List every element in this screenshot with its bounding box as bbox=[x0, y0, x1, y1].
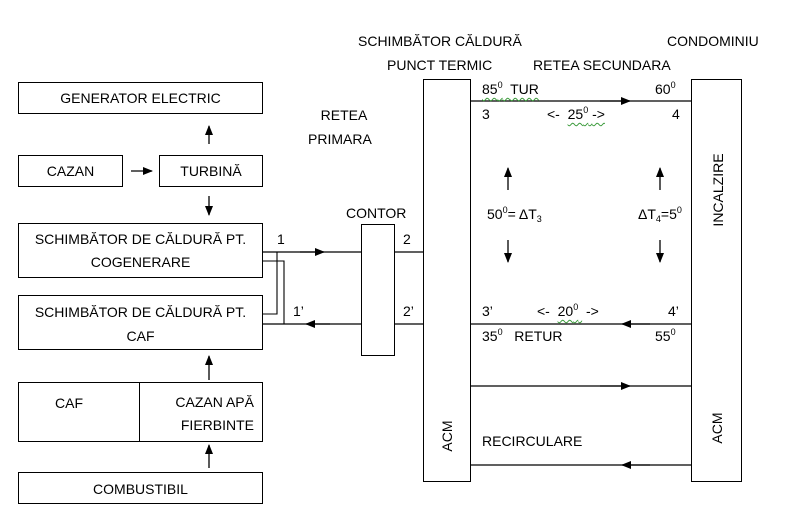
punct-termic-column: ACM bbox=[423, 79, 471, 482]
punct-termic-header: PUNCT TERMIC bbox=[387, 57, 493, 73]
crossover-pipe-b bbox=[262, 260, 285, 324]
cazan-apa-fierbinte-box: CAZAN APĂ FIERBINTE bbox=[139, 382, 263, 442]
schimbator-cogenerare-line2: COGENERARE bbox=[90, 254, 191, 270]
retur-delta: <- 200 -> bbox=[537, 302, 599, 320]
tur-delta: <- 250 -> bbox=[547, 105, 605, 123]
retur-temp-in-value: 55 bbox=[655, 328, 671, 344]
schimbator-caf-box: SCHIMBĂTOR DE CĂLDURĂ PT. CAF bbox=[18, 295, 263, 350]
generator-electric-box: GENERATOR ELECTRIC bbox=[18, 82, 263, 114]
retur-delta-right: -> bbox=[586, 303, 599, 319]
degree-sign: 0 bbox=[676, 205, 682, 215]
condominiu-header: CONDOMINIU bbox=[667, 33, 759, 49]
degree-sign: 0 bbox=[583, 105, 589, 115]
tur-temp-in-value: 85 bbox=[482, 81, 498, 97]
retur-delta-value: 20 bbox=[557, 303, 574, 319]
degree-sign: 0 bbox=[670, 80, 676, 90]
contor-box bbox=[361, 224, 395, 356]
retea-primara-line2: PRIMARA bbox=[308, 131, 372, 147]
dt4-text: ΔT bbox=[638, 206, 656, 222]
cazan-apa-line1: CAZAN APĂ bbox=[175, 394, 254, 410]
cazan-label: CAZAN bbox=[46, 163, 95, 179]
combustibil-label: COMBUSTIBIL bbox=[93, 481, 188, 497]
schimbator-caf-line2: CAF bbox=[126, 328, 155, 344]
delta-t3-label: 500= ΔT3 bbox=[487, 205, 542, 224]
retur-temp-in: 550 bbox=[655, 327, 676, 345]
node-1p-label: 1’ bbox=[293, 303, 304, 319]
schimbator-caldura-header: SCHIMBĂTOR CĂLDURĂ bbox=[358, 33, 522, 49]
node-3p-label: 3’ bbox=[482, 303, 493, 319]
dt3-sub: 3 bbox=[536, 214, 542, 224]
retea-secundara-header: RETEA SECUNDARA bbox=[533, 57, 671, 73]
tur-temp-out-value: 60 bbox=[655, 81, 671, 97]
crossover-pipe-a bbox=[262, 252, 278, 315]
node-2p-label: 2’ bbox=[403, 303, 414, 319]
node-4p-label: 4’ bbox=[668, 303, 679, 319]
schimbator-cogenerare-line1: SCHIMBĂTOR DE CĂLDURĂ PT. bbox=[34, 231, 247, 247]
cazan-box: CAZAN bbox=[18, 155, 123, 187]
combustibil-box: COMBUSTIBIL bbox=[18, 472, 263, 504]
turbina-label: TURBINĂ bbox=[180, 163, 242, 179]
degree-sign: 0 bbox=[497, 327, 503, 337]
retur-label: RETUR bbox=[514, 328, 563, 344]
node-2-label: 2 bbox=[403, 231, 411, 247]
retur-delta-left: <- bbox=[537, 303, 550, 319]
tur-delta-right: -> bbox=[592, 106, 605, 122]
schimbator-caf-line1: SCHIMBĂTOR DE CĂLDURĂ PT. bbox=[34, 304, 247, 320]
condominiu-column: INCALZIRE ACM bbox=[691, 79, 742, 482]
tur-temp-in: 850 TUR bbox=[482, 80, 539, 98]
dt3-value: 50 bbox=[487, 206, 503, 222]
caf-label: CAF bbox=[55, 395, 83, 411]
cazan-apa-line2: FIERBINTE bbox=[180, 417, 254, 433]
generator-electric-label: GENERATOR ELECTRIC bbox=[60, 90, 221, 106]
tur-temp-out: 600 bbox=[655, 80, 676, 98]
delta-t4-label: ΔT4=50 bbox=[638, 205, 682, 224]
contor-label: CONTOR bbox=[346, 205, 407, 221]
tur-label: TUR bbox=[510, 81, 539, 97]
degree-sign: 0 bbox=[670, 327, 676, 337]
recirculare-label: RECIRCULARE bbox=[482, 433, 583, 449]
schimbator-cogenerare-box: SCHIMBĂTOR DE CĂLDURĂ PT. COGENERARE bbox=[18, 223, 263, 278]
dt3-text: = ΔT bbox=[507, 206, 537, 222]
dt4-value: =5 bbox=[660, 206, 677, 222]
retur-temp-out-value: 35 bbox=[482, 328, 498, 344]
node-1-label: 1 bbox=[277, 231, 285, 247]
acm-right-label: ACM bbox=[709, 412, 725, 444]
incalzire-label: INCALZIRE bbox=[710, 153, 726, 227]
retur-temp-out: 350 RETUR bbox=[482, 327, 563, 345]
turbina-box: TURBINĂ bbox=[159, 155, 263, 187]
node-4-label: 4 bbox=[672, 106, 680, 122]
retea-primara-line1: RETEA bbox=[320, 107, 368, 123]
node-3-label: 3 bbox=[482, 106, 490, 122]
degree-sign: 0 bbox=[502, 205, 508, 215]
degree-sign: 0 bbox=[573, 302, 579, 312]
caf-box: CAF bbox=[18, 382, 140, 442]
dt4-sub: 4 bbox=[655, 214, 661, 224]
acm-left-label: ACM bbox=[439, 420, 455, 452]
tur-delta-left: <- bbox=[547, 106, 560, 122]
tur-delta-value: 25 bbox=[567, 106, 584, 122]
degree-sign: 0 bbox=[497, 80, 503, 90]
